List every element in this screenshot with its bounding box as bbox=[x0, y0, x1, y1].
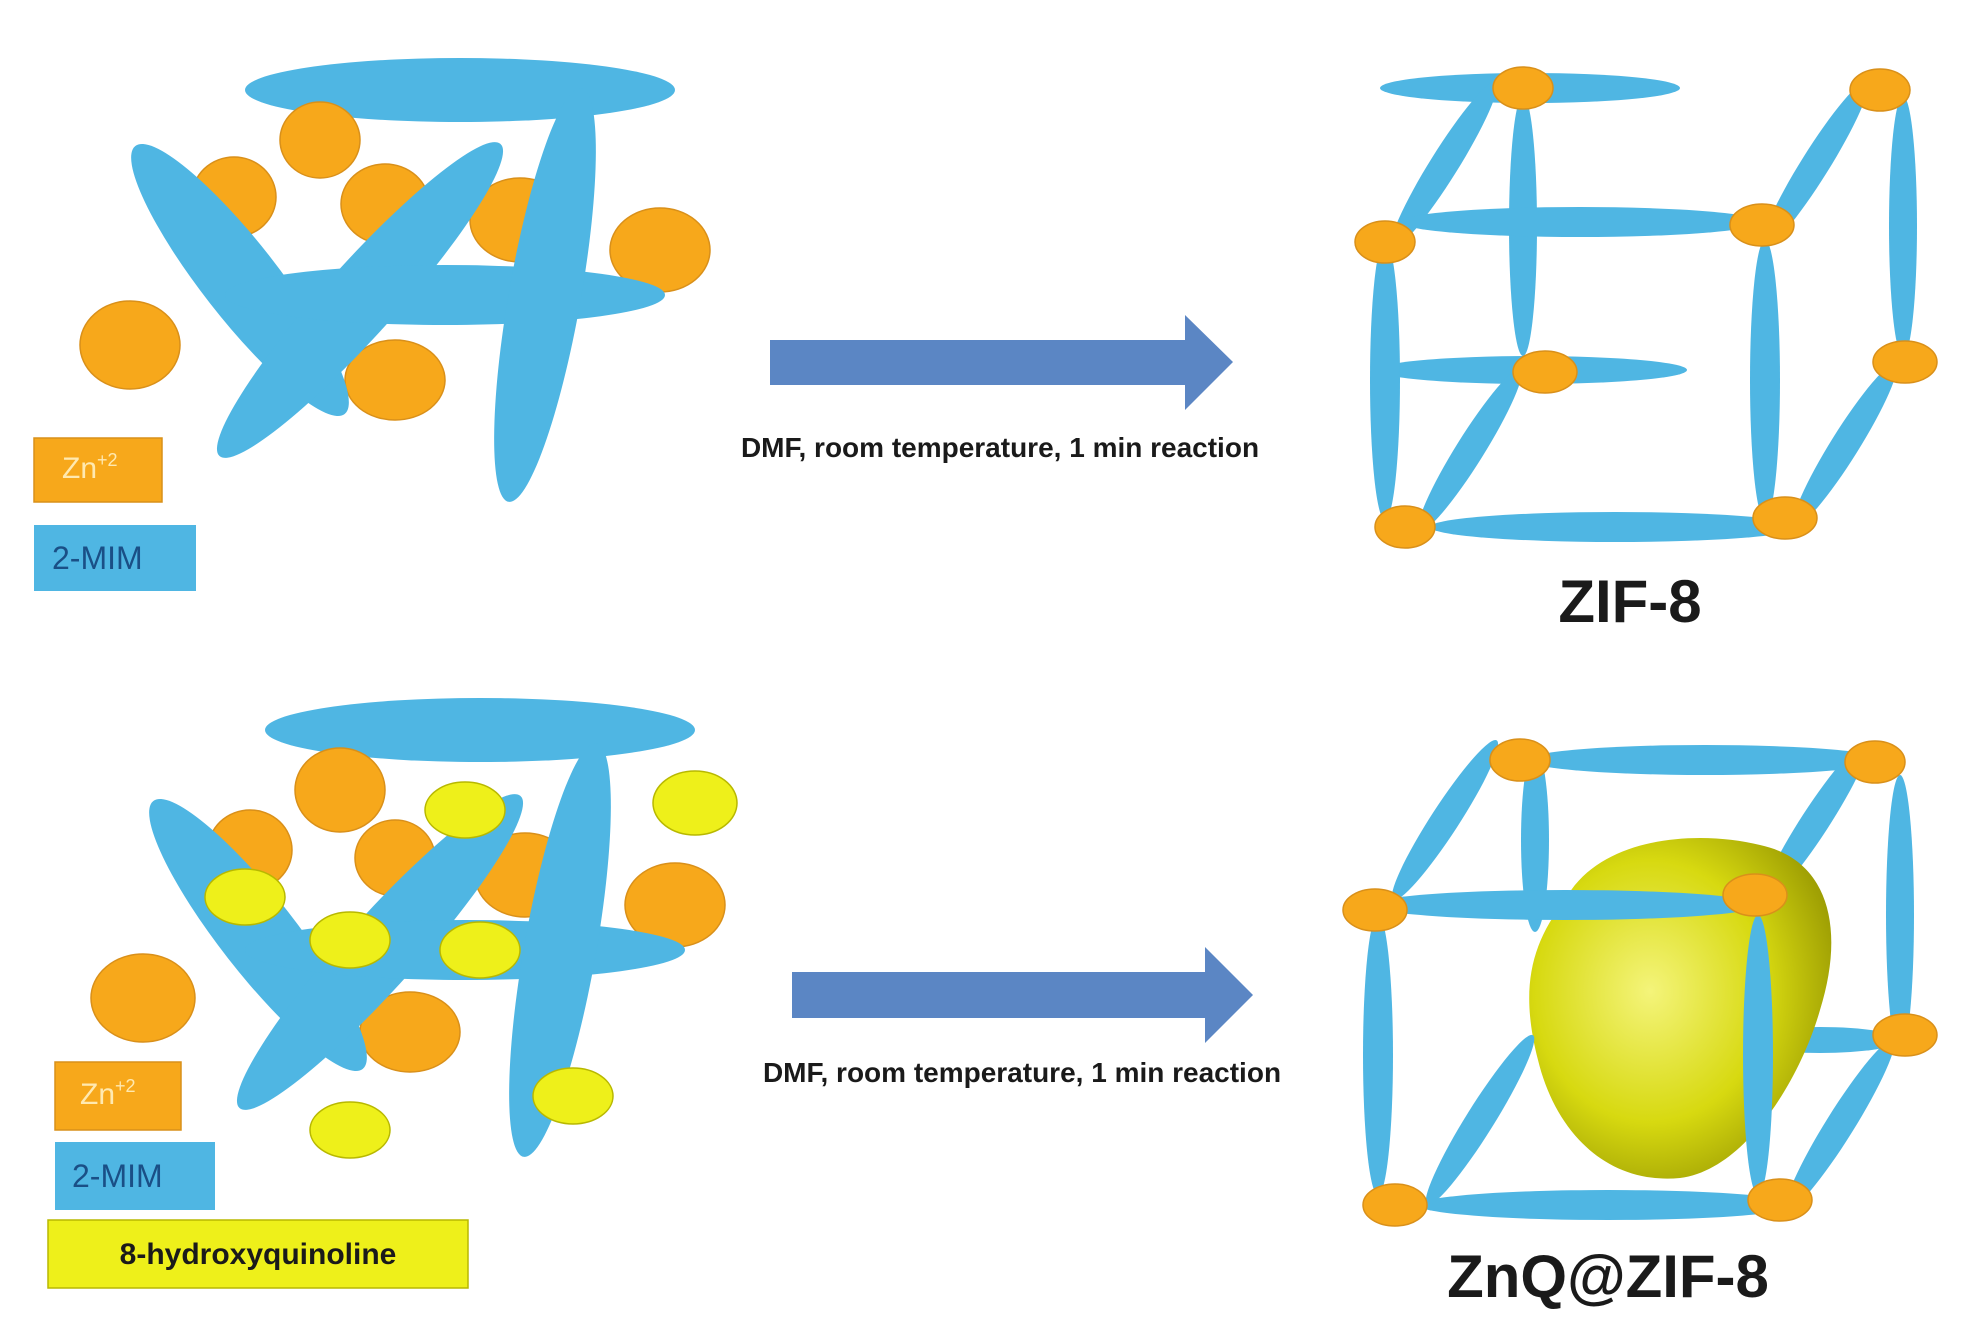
zinc-node bbox=[1872, 340, 1938, 384]
mim-legend-label: 2-MIM bbox=[72, 1158, 163, 1194]
mim-legend-label: 2-MIM bbox=[52, 540, 143, 576]
hq-legend-box bbox=[47, 1219, 469, 1289]
linker-rod bbox=[494, 88, 596, 502]
zinc-node bbox=[1342, 888, 1408, 932]
zinc-node bbox=[1354, 220, 1416, 264]
zinc-node bbox=[1489, 738, 1551, 782]
linker-rod bbox=[1521, 748, 1549, 932]
zinc-ion bbox=[90, 953, 196, 1043]
linker-rod bbox=[1785, 1039, 1895, 1211]
zinc-node bbox=[1844, 740, 1906, 784]
linker-rod bbox=[225, 265, 665, 325]
zinc-legend-box bbox=[33, 437, 163, 503]
top-legend: Zn+2 2-MIM bbox=[33, 437, 196, 591]
linker-rod bbox=[1425, 1034, 1535, 1206]
zinc-legend-label: Zn+2 bbox=[80, 1076, 136, 1111]
zinc-node bbox=[1752, 496, 1818, 540]
zif8-framework bbox=[1354, 66, 1938, 549]
zinc-ion bbox=[79, 300, 181, 390]
bottom-reaction-arrow: DMF, room temperature, 1 min reaction bbox=[763, 947, 1281, 1088]
linker-rod bbox=[1418, 369, 1522, 531]
top-reactant-mixture bbox=[79, 58, 711, 502]
hydroxyquinoline-particle bbox=[439, 921, 521, 979]
top-reaction-arrow: DMF, room temperature, 1 min reaction bbox=[741, 315, 1259, 463]
linker-rod bbox=[1400, 207, 1760, 237]
linker-rod bbox=[1793, 364, 1897, 526]
linker-rod bbox=[1363, 915, 1393, 1195]
zinc-node bbox=[1872, 1013, 1938, 1057]
top-arrow-caption: DMF, room temperature, 1 min reaction bbox=[741, 432, 1259, 463]
linker-rod bbox=[1750, 240, 1780, 520]
linker-rod bbox=[1390, 81, 1498, 249]
zinc-legend-box bbox=[54, 1061, 182, 1131]
linker-rod bbox=[1391, 739, 1499, 901]
bottom-legend: Zn+2 2-MIM 8-hydroxyquinoline bbox=[47, 1061, 469, 1289]
zinc-node bbox=[1747, 1178, 1813, 1222]
hq-legend-label: 8-hydroxyquinoline bbox=[120, 1238, 397, 1271]
arrow-shape bbox=[792, 947, 1253, 1043]
zinc-node bbox=[1374, 505, 1436, 549]
hydroxyquinoline-particle bbox=[532, 1067, 614, 1125]
linker-rod bbox=[1370, 240, 1400, 520]
hydroxyquinoline-particle bbox=[204, 868, 286, 926]
zif8-label: ZIF-8 bbox=[1558, 568, 1701, 635]
znq-zif8-label: ZnQ@ZIF-8 bbox=[1447, 1243, 1769, 1310]
linker-rod bbox=[1889, 96, 1917, 356]
zinc-node bbox=[1492, 66, 1554, 110]
zinc-node bbox=[1722, 873, 1788, 917]
linker-rod bbox=[1430, 512, 1800, 542]
zinc-ion bbox=[294, 747, 386, 833]
hydroxyquinoline-particle bbox=[424, 781, 506, 839]
zinc-node bbox=[1729, 203, 1795, 247]
bottom-reactant-mixture bbox=[90, 698, 738, 1159]
hydroxyquinoline-particle bbox=[309, 911, 391, 969]
hydroxyquinoline-particle bbox=[652, 770, 738, 836]
zinc-node bbox=[1849, 68, 1911, 112]
arrow-shape bbox=[770, 315, 1233, 410]
linker-rod bbox=[1743, 915, 1773, 1195]
zinc-node bbox=[1512, 350, 1578, 394]
mim-legend-box bbox=[55, 1142, 215, 1210]
zinc-ion bbox=[279, 101, 361, 179]
linker-rod bbox=[509, 743, 611, 1157]
zinc-ion bbox=[344, 339, 446, 421]
linker-rod bbox=[265, 698, 695, 762]
linker-rod bbox=[1418, 1190, 1798, 1220]
znq-zif8-framework bbox=[1342, 738, 1938, 1227]
zinc-node bbox=[1362, 1183, 1428, 1227]
linker-rod bbox=[1761, 81, 1869, 249]
hydroxyquinoline-particle bbox=[309, 1101, 391, 1159]
zinc-legend-label: Zn+2 bbox=[62, 450, 118, 485]
linker-rod bbox=[1886, 775, 1914, 1055]
linker-rod bbox=[1527, 745, 1883, 775]
linker-rod bbox=[1370, 890, 1760, 920]
mim-legend-box bbox=[34, 525, 196, 591]
bottom-arrow-caption: DMF, room temperature, 1 min reaction bbox=[763, 1057, 1281, 1088]
